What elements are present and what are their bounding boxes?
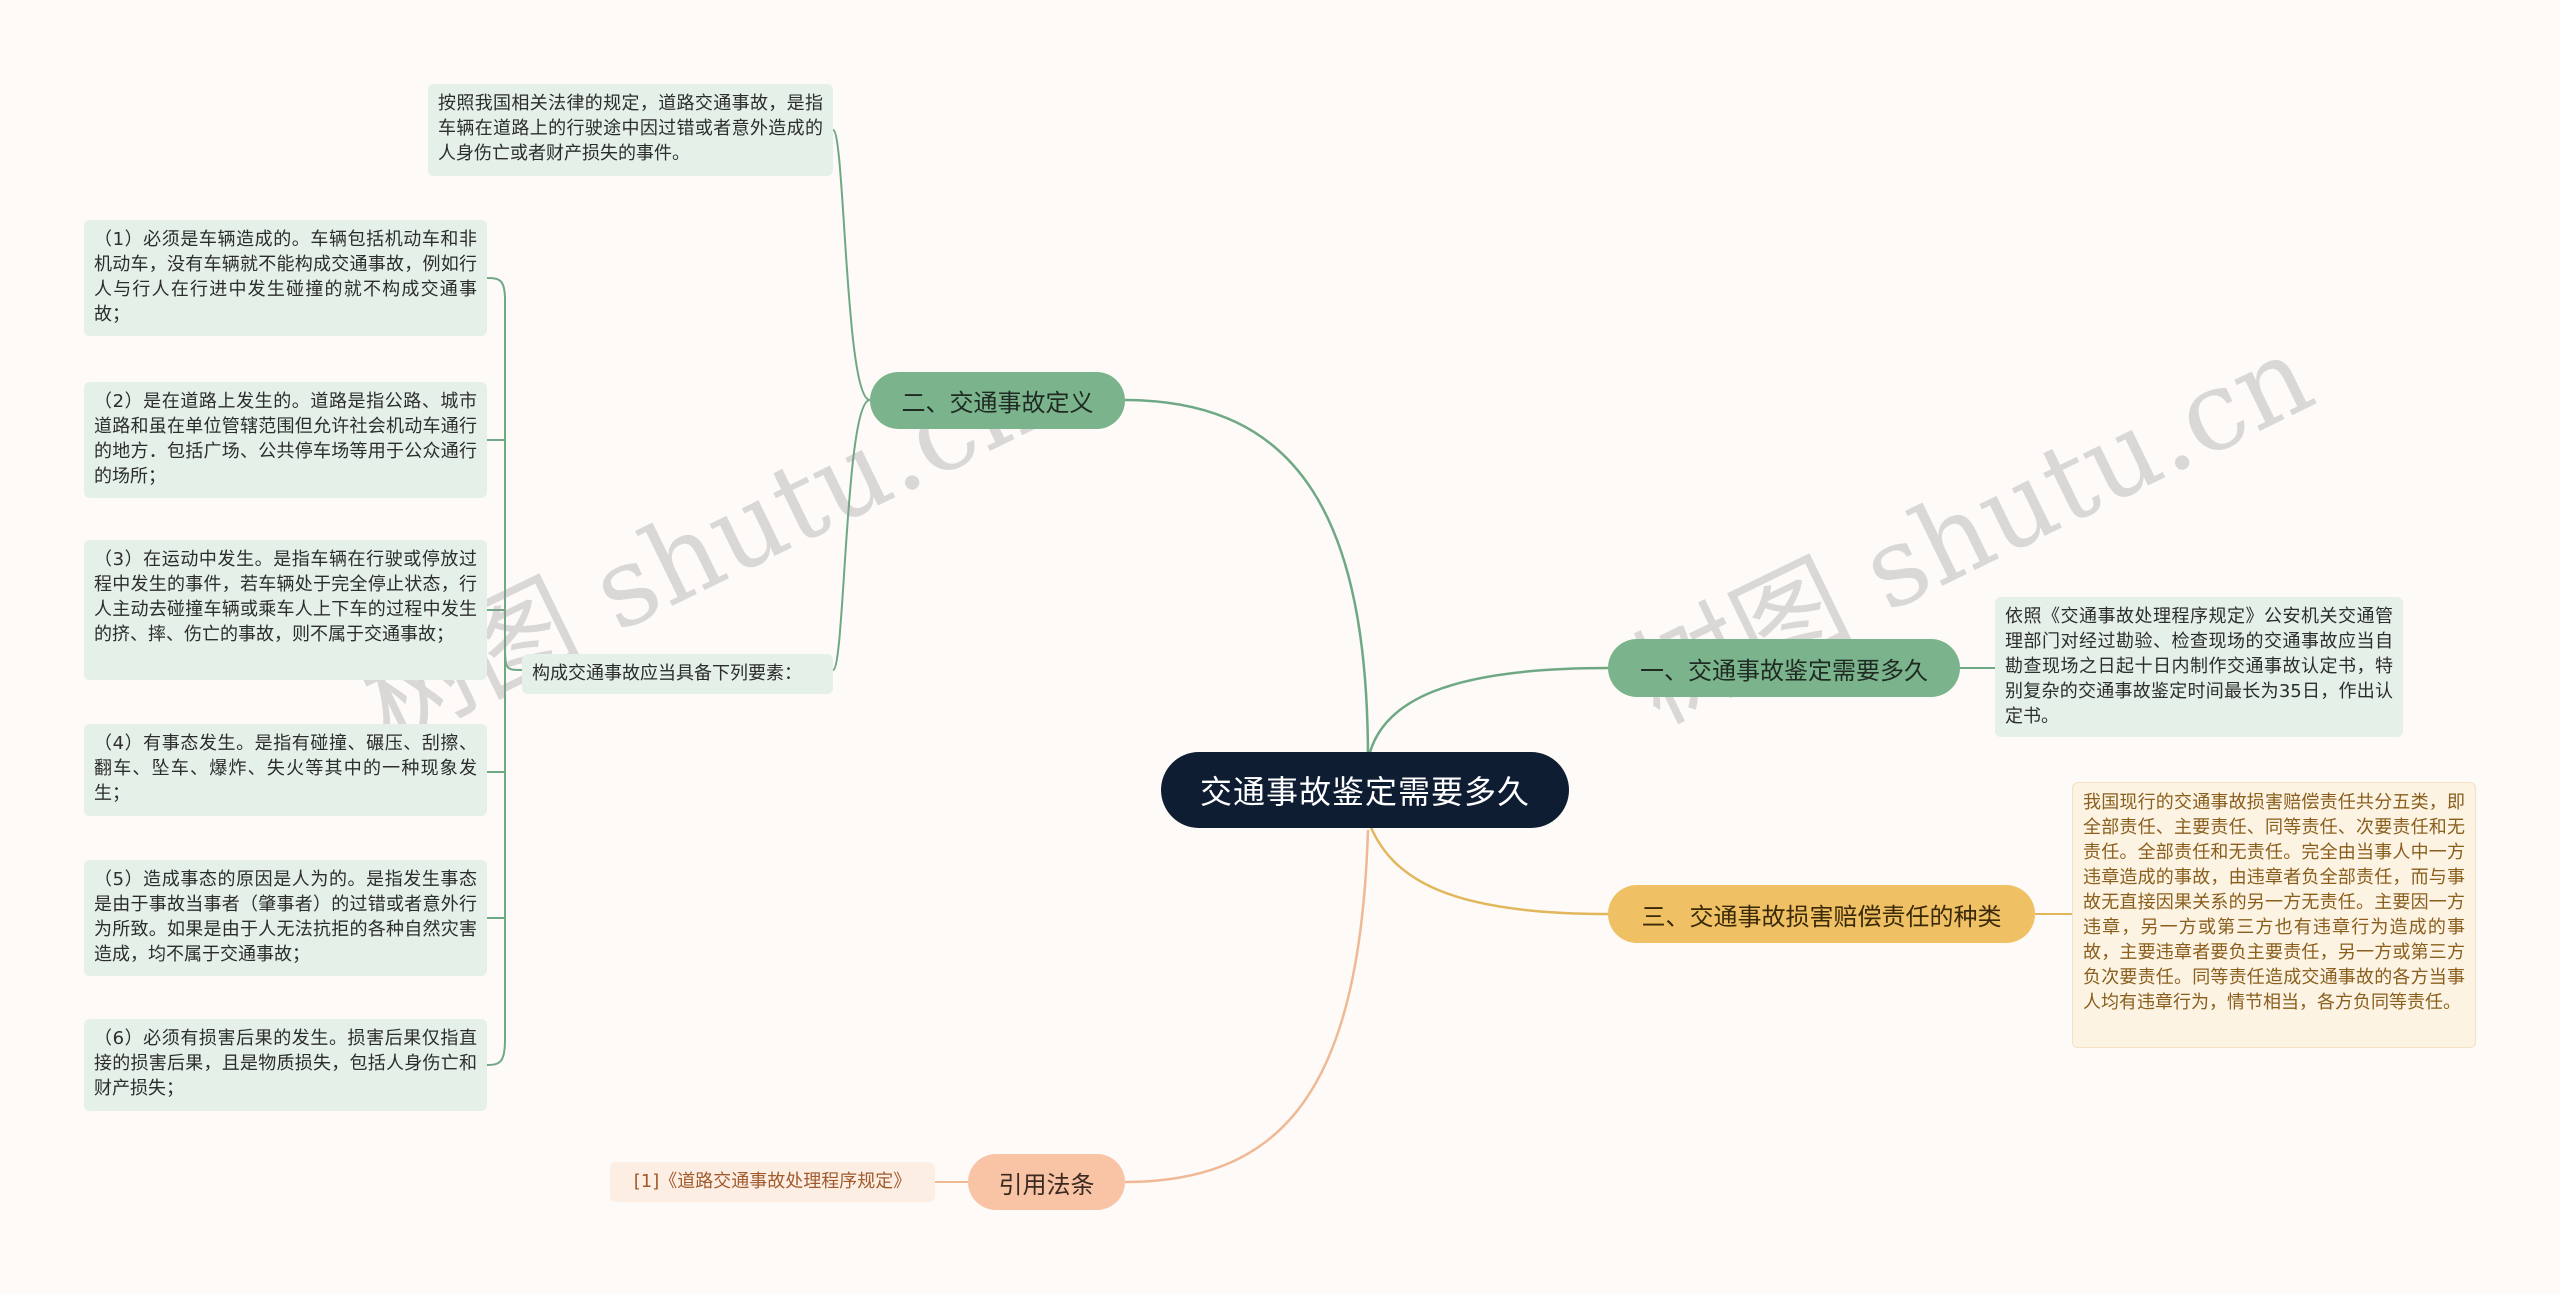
element-item: （3）在运动中发生。是指车辆在行驶或停放过程中发生的事件，若车辆处于完全停止状态… xyxy=(84,540,487,680)
link-root-b4 xyxy=(1124,829,1370,1184)
leaf-identification-time-text: 依照《交通事故处理程序规定》公安机关交通管理部门对经过勘验、检查现场的交通事故应… xyxy=(1995,597,2403,737)
link-b2-definition xyxy=(832,129,871,401)
branch-accident-definition[interactable]: 二、交通事故定义 xyxy=(870,372,1125,429)
leaf-definition-text: 按照我国相关法律的规定，道路交通事故，是指车辆在道路上的行驶途中因过错或者意外造… xyxy=(428,84,833,176)
element-item: （6）必须有损害后果的发生。损害后果仅指直接的损害后果，且是物质损失，包括人身伤… xyxy=(84,1019,487,1111)
branch-liability-types[interactable]: 三、交通事故损害赔偿责任的种类 xyxy=(1608,885,2035,943)
leaf-elements-label: 构成交通事故应当具备下列要素： xyxy=(522,654,833,694)
element-item: （2）是在道路上发生的。道路是指公路、城市道路和虽在单位管辖范围但允许社会机动车… xyxy=(84,382,487,498)
element-item: （5）造成事态的原因是人为的。是指发生事态是由于事故当事者（肇事者）的过错或者意… xyxy=(84,860,487,976)
link-root-b3 xyxy=(1366,819,1609,916)
link-b2-elements xyxy=(832,399,871,671)
link-elements-bracket xyxy=(486,277,523,1066)
root-node[interactable]: 交通事故鉴定需要多久 xyxy=(1161,752,1569,828)
branch-cited-law[interactable]: 引用法条 xyxy=(968,1154,1125,1210)
leaf-liability-types-text: 我国现行的交通事故损害赔偿责任共分五类，即全部责任、主要责任、同等责任、次要责任… xyxy=(2072,782,2476,1048)
leaf-cited-law-text[interactable]: [1]《道路交通事故处理程序规定》 xyxy=(610,1162,935,1202)
link-root-b1 xyxy=(1366,666,1609,761)
element-item: （1）必须是车辆造成的。车辆包括机动车和非机动车，没有车辆就不能构成交通事故，例… xyxy=(84,220,487,336)
branch-identification-time[interactable]: 一、交通事故鉴定需要多久 xyxy=(1608,639,1960,697)
link-root-b2 xyxy=(1124,398,1370,761)
element-item: （4）有事态发生。是指有碰撞、碾压、刮擦、翻车、坠车、爆炸、失火等其中的一种现象… xyxy=(84,724,487,816)
